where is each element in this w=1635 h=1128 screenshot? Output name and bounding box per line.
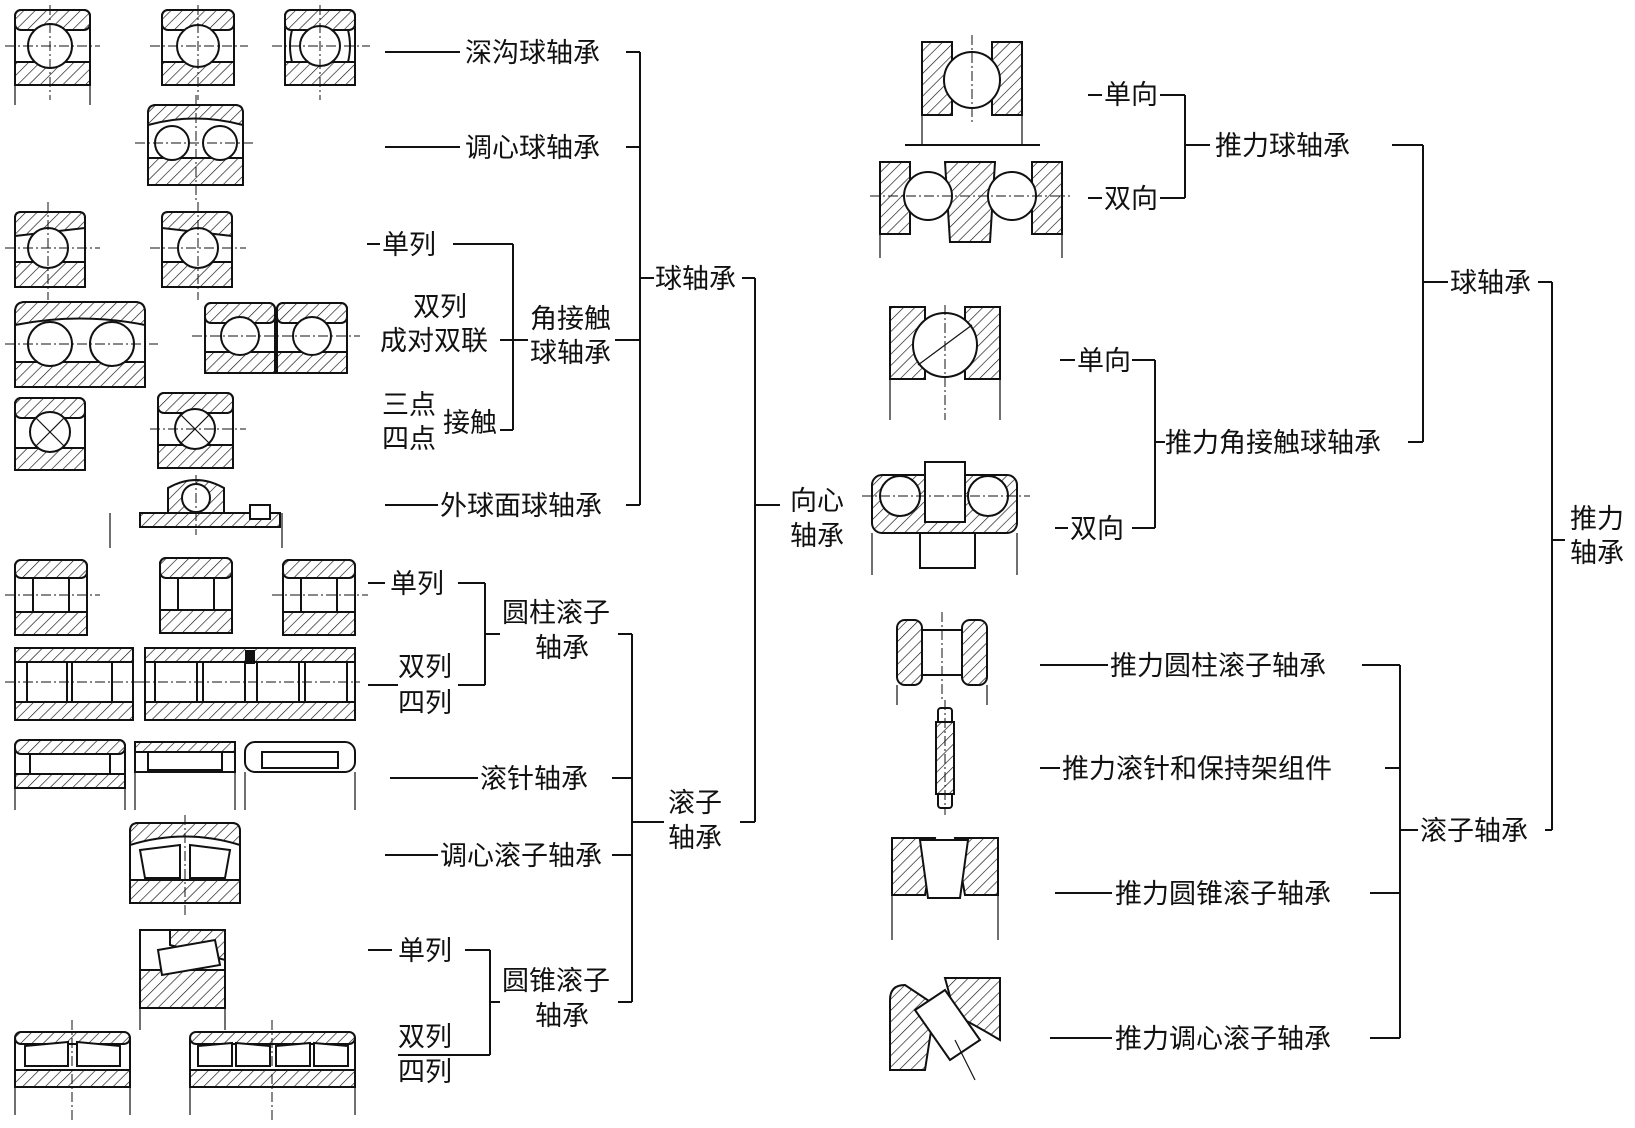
label-cyl-multi-1: 双列: [398, 652, 452, 683]
tree-connectors: [367, 51, 1565, 1056]
label-tapered-multi-2: 四列: [398, 1057, 452, 1088]
tapered-roller-multi-drawing: [14, 1020, 356, 1120]
thrust-cylindrical-roller-drawing: [896, 612, 988, 705]
thrust-angular-two-way-drawing: [862, 461, 1030, 575]
label-needle-roller: 滚针轴承: [480, 764, 588, 795]
label-thrust-angular-title: 推力角接触球轴承: [1165, 428, 1381, 459]
label-deep-groove-ball: 深沟球轴承: [465, 38, 600, 69]
label-tapered-title-1: 圆锥滚子: [502, 966, 610, 997]
cylindrical-roller-single-drawing: [5, 557, 368, 636]
self-aligning-roller-drawing: [129, 815, 241, 915]
label-radial-roller-2: 轴承: [668, 823, 722, 854]
label-cyl-title-1: 圆柱滚子: [502, 598, 610, 629]
label-thrust-ball-one-way: 单向: [1104, 80, 1158, 111]
spherical-outer-ball-drawing: [109, 475, 283, 548]
label-radial-root-1: 向心: [790, 486, 844, 517]
label-thrust-angular-two-way: 双向: [1070, 514, 1124, 545]
label-self-aligning-ball: 调心球轴承: [465, 133, 600, 164]
label-thrust-roller: 滚子轴承: [1420, 816, 1528, 847]
label-radial-root-2: 轴承: [790, 521, 844, 552]
deep-groove-ball-shielded-drawing: [150, 5, 248, 100]
label-angular-double-1: 双列: [413, 292, 467, 323]
radial-bearing-drawings: [5, 5, 370, 1120]
deep-groove-ball-sealed-drawing: [272, 5, 370, 100]
thrust-labels: 单向 双向 推力球轴承 单向 双向 推力角接触球轴承 球轴承 推力圆柱滚子轴承 …: [1062, 80, 1624, 1055]
label-thrust-ball-two-way: 双向: [1104, 184, 1158, 215]
label-tapered-title-2: 轴承: [535, 1001, 589, 1032]
label-angular-double-2: 成对双联: [380, 326, 488, 357]
label-angular-point-1: 三点: [382, 390, 436, 421]
thrust-ball-two-way-drawing: [870, 161, 1070, 258]
tapered-roller-single-drawing: [139, 929, 226, 1030]
thrust-needle-cage-drawing: [935, 700, 955, 815]
angular-contact-double-drawing: [5, 301, 360, 388]
angular-contact-single-drawing: [5, 202, 246, 300]
thrust-tapered-roller-drawing: [891, 837, 999, 940]
label-thrust-root-2: 轴承: [1570, 538, 1624, 569]
self-aligning-ball-drawing: [135, 95, 256, 200]
label-thrust-ball: 球轴承: [1450, 268, 1531, 299]
thrust-self-aligning-roller-drawing: [889, 977, 1001, 1081]
label-radial-roller-1: 滚子: [668, 788, 722, 819]
label-cyl-single: 单列: [390, 569, 444, 600]
label-angular-single: 单列: [382, 230, 436, 261]
label-thrust-self-aligning-roller: 推力调心滚子轴承: [1115, 1024, 1331, 1055]
label-radial-ball: 球轴承: [655, 264, 736, 295]
label-self-aligning-roller: 调心滚子轴承: [440, 841, 602, 872]
label-thrust-needle-cage: 推力滚针和保持架组件: [1062, 754, 1332, 785]
four-point-contact-drawing: [14, 392, 246, 471]
label-thrust-ball-title: 推力球轴承: [1215, 131, 1350, 162]
label-angular-title-1: 角接触: [530, 304, 611, 335]
label-cyl-multi-2: 四列: [398, 688, 452, 719]
label-spherical-outer-ball: 外球面球轴承: [440, 491, 602, 522]
cylindrical-roller-multi-drawing: [5, 647, 360, 721]
label-thrust-cyl-roller: 推力圆柱滚子轴承: [1110, 651, 1326, 682]
thrust-angular-one-way-drawing: [889, 305, 1001, 420]
label-cyl-title-2: 轴承: [535, 633, 589, 664]
label-tapered-single: 单列: [398, 936, 452, 967]
needle-roller-drawing: [14, 739, 356, 810]
deep-groove-ball-drawing: [5, 5, 100, 105]
label-angular-contact: 接触: [443, 408, 497, 439]
radial-labels: 深沟球轴承 调心球轴承 单列 双列 成对双联 三点 四点 接触 角接触 球轴承 …: [380, 38, 844, 1088]
label-angular-point-2: 四点: [382, 424, 436, 455]
label-tapered-multi-1: 双列: [398, 1022, 452, 1053]
label-thrust-tapered-roller: 推力圆锥滚子轴承: [1115, 879, 1331, 910]
label-thrust-root-1: 推力: [1570, 504, 1624, 535]
label-angular-title-2: 球轴承: [530, 338, 611, 369]
thrust-bearing-drawings: [862, 35, 1070, 1081]
label-thrust-angular-one-way: 单向: [1077, 346, 1131, 377]
thrust-ball-one-way-drawing: [905, 35, 1040, 146]
